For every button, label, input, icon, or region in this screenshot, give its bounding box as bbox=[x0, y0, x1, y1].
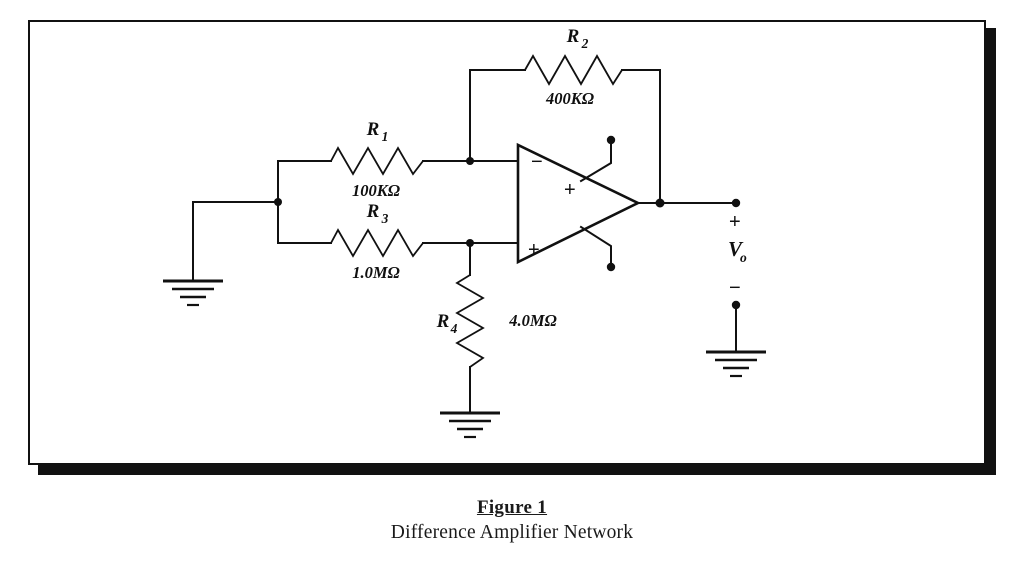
figure-frame-shadow-right bbox=[986, 28, 996, 474]
circuit-schematic: R 1 100KΩ R 3 1.0MΩ R 2 400KΩ bbox=[163, 26, 766, 439]
resistor-r4-ref: R bbox=[436, 311, 450, 332]
resistor-r2-value: 400KΩ bbox=[545, 89, 595, 108]
opamp: − + + bbox=[516, 135, 641, 272]
ground-symbol-input bbox=[163, 279, 223, 307]
resistor-r1-value: 100KΩ bbox=[352, 181, 401, 200]
opamp-internal-sign: + bbox=[564, 179, 576, 201]
resistor-r3-value: 1.0MΩ bbox=[352, 263, 400, 282]
opamp-supply-pin-positive bbox=[579, 135, 616, 183]
opamp-inverting-sign: − bbox=[531, 151, 543, 173]
output-plus-sign: + bbox=[729, 211, 741, 233]
resistor-r2-ref: R bbox=[566, 26, 580, 47]
resistor-r3: R 3 1.0MΩ bbox=[277, 201, 471, 282]
resistor-r3-ref: R bbox=[366, 201, 380, 222]
figure-caption-text: Difference Amplifier Network bbox=[390, 522, 634, 543]
resistor-r1: R 1 100KΩ bbox=[277, 119, 471, 200]
resistor-r4: R 4 4.0MΩ bbox=[436, 242, 557, 439]
figure-frame-shadow-bottom bbox=[38, 465, 996, 475]
ground-symbol-output bbox=[706, 350, 766, 378]
figure-number: Figure 1 bbox=[476, 497, 548, 518]
opamp-supply-pin-negative bbox=[579, 225, 616, 272]
resistor-r4-ref-subscript: 4 bbox=[450, 321, 458, 336]
figure-caption-block: Figure 1 Difference Amplifier Network bbox=[0, 496, 1024, 546]
ground-symbol-r4 bbox=[440, 411, 500, 439]
input-junction-node bbox=[274, 160, 282, 244]
resistor-r2: R 2 400KΩ bbox=[469, 26, 661, 204]
resistor-r4-value: 4.0MΩ bbox=[508, 311, 557, 330]
resistor-r2-ref-subscript: 2 bbox=[581, 36, 589, 51]
noninverting-node bbox=[466, 239, 519, 247]
output-net: + V o − bbox=[637, 198, 766, 378]
output-minus-sign: − bbox=[729, 277, 741, 299]
opamp-noninverting-sign: + bbox=[528, 239, 540, 261]
resistor-r3-ref-subscript: 3 bbox=[381, 211, 389, 226]
resistor-r1-ref-subscript: 1 bbox=[382, 129, 389, 144]
output-voltage-label: V bbox=[728, 237, 744, 261]
resistor-r1-ref: R bbox=[366, 119, 380, 140]
inverting-node bbox=[466, 69, 519, 165]
input-ground-branch bbox=[163, 201, 279, 307]
output-voltage-label-subscript: o bbox=[740, 250, 747, 265]
